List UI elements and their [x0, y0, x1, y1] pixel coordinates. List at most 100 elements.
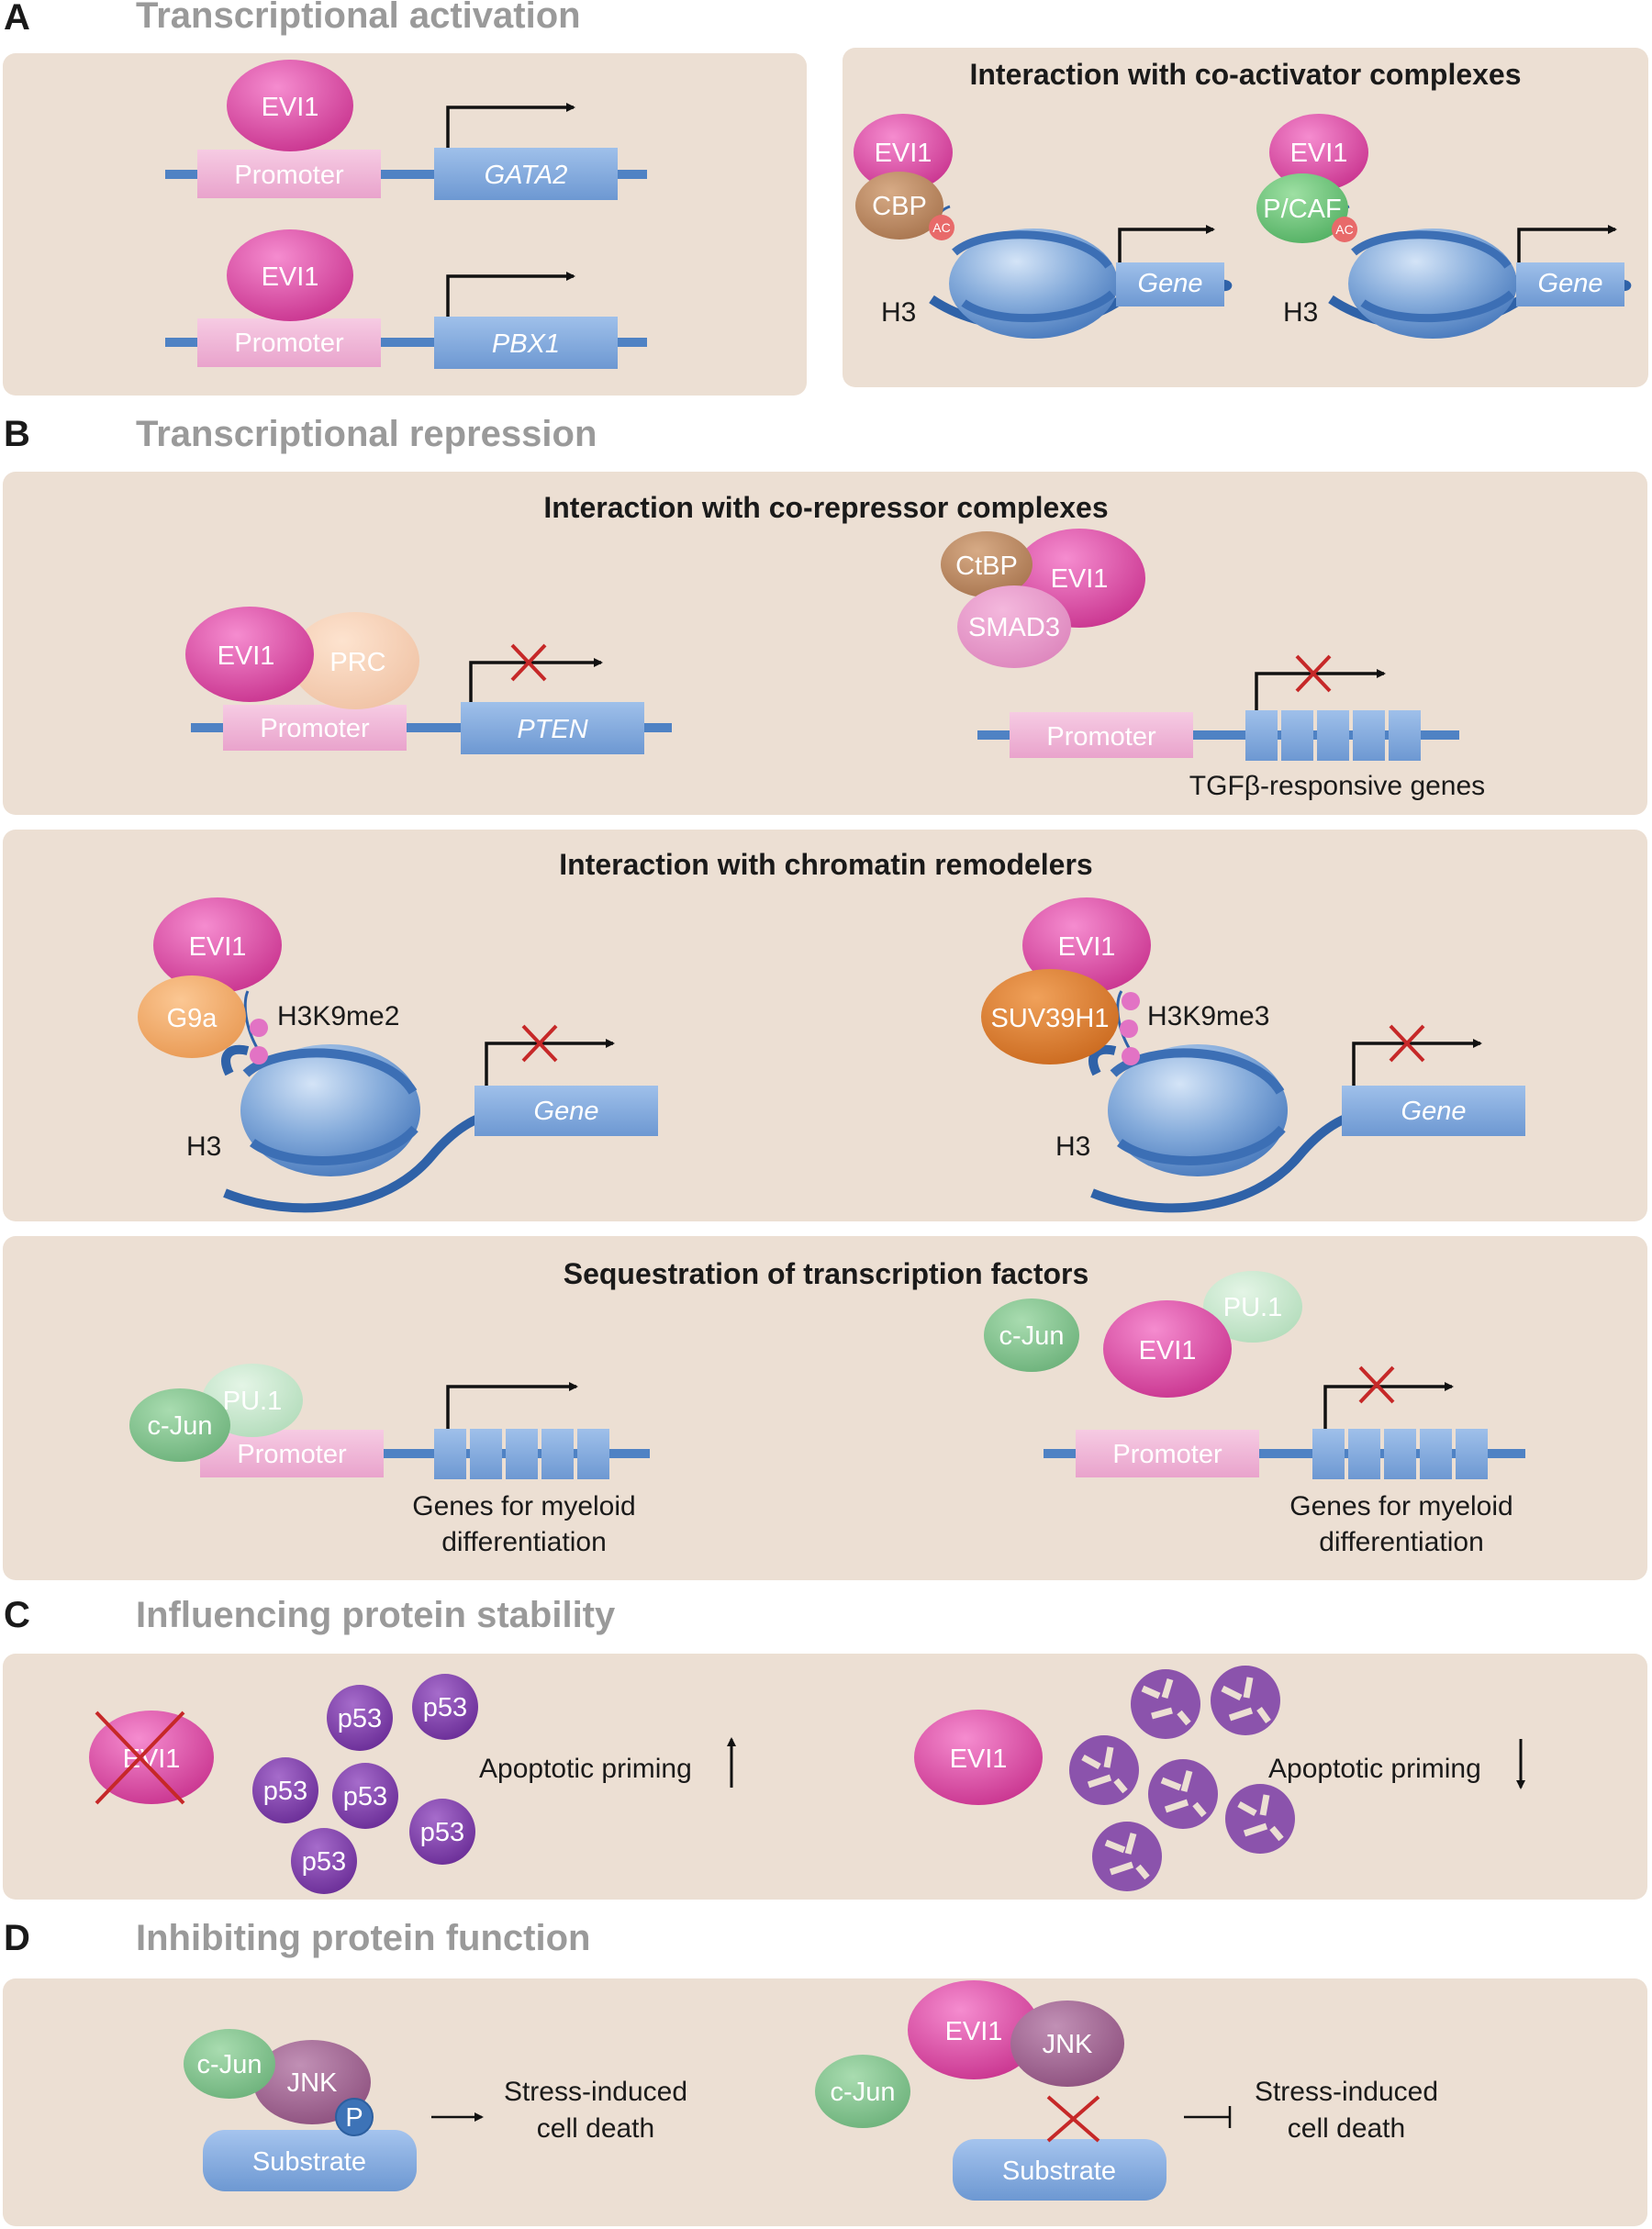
panel-b-remodelers [3, 830, 1647, 1221]
cjun-protein [815, 2055, 910, 2128]
inhibition-x-icon [1358, 1365, 1395, 1404]
panel-a-left [3, 53, 807, 396]
evi1-protein [153, 897, 282, 993]
gene-segment [1312, 1429, 1345, 1479]
pu1-label: PU.1 [223, 1387, 282, 1416]
section-c-title: Influencing protein stability [136, 1595, 616, 1635]
gene-segment [541, 1429, 574, 1479]
evi1-protein [1269, 114, 1368, 191]
nucleosome [1108, 1044, 1288, 1176]
myeloid-label-line1: Genes for myeloid [1289, 1491, 1512, 1521]
jnk-label: JNK [1043, 2030, 1093, 2059]
evi1-label: EVI1 [262, 93, 319, 122]
h3-label: H3 [881, 297, 916, 328]
gene-segment [577, 1429, 609, 1479]
transcription-arrow [446, 272, 575, 317]
gata2-activation: Promoter GATA2 EVI1 [165, 60, 647, 200]
promoter-box [1076, 1430, 1259, 1477]
promoter-label: Promoter [260, 714, 370, 743]
myeloid-label-line1: Genes for myeloid [412, 1491, 635, 1521]
transcription-arrow [485, 1039, 615, 1086]
myeloid-activation: Promoter PU.1 c-Jun Genes for myeloid di… [129, 1364, 650, 1557]
stress-label-line2: cell death [1288, 2113, 1405, 2144]
evi1-protein [227, 229, 353, 321]
methyl-mark [1122, 992, 1140, 1010]
promoter-box [200, 1430, 384, 1477]
ac-label: AC [932, 220, 950, 235]
evi1-label: EVI1 [950, 1744, 1008, 1774]
p53-protein [412, 1674, 478, 1740]
gene-segment [1384, 1429, 1416, 1479]
cjun-protein [129, 1388, 230, 1462]
cjun-protein [184, 2029, 275, 2099]
stress-label-line2: cell death [537, 2113, 654, 2144]
pu1-protein [1203, 1271, 1302, 1343]
substrate-box [203, 2130, 417, 2191]
substrate-label: Substrate [1002, 2157, 1116, 2186]
methyl-mark [250, 1046, 268, 1064]
degraded-p53-icon [1211, 1666, 1280, 1735]
transcription-arrow [1255, 669, 1386, 710]
h3-label: H3 [1055, 1131, 1090, 1162]
substrate-box [953, 2139, 1166, 2201]
evi1-protein [908, 1980, 1040, 2079]
myeloid-label-line2: differentiation [1319, 1527, 1484, 1557]
substrate-label: Substrate [252, 2147, 366, 2177]
gene-label: Gene [1138, 269, 1203, 298]
tgfb-repression: Promoter TGFβ-responsive genes EVI1 CtBP… [941, 529, 1485, 801]
gene-segment [1389, 710, 1421, 761]
degraded-p53-icon [1092, 1822, 1162, 1891]
cbp-nucleosome-complex: Gene EVI1 CBP AC H3 [854, 114, 1233, 339]
evi1-protein [1022, 897, 1151, 993]
gene-box [1116, 262, 1224, 306]
p53-protein [409, 1799, 475, 1865]
acetyl-mark [1332, 217, 1357, 242]
section-c-letter: C [4, 1595, 30, 1635]
inhibition-x-icon [510, 643, 547, 682]
gata2-gene-box [434, 148, 618, 200]
gene-segment [1420, 1429, 1452, 1479]
p53-stable: EVI1 p53 p53 p53 p53 p53 p53 Apoptotic p… [89, 1674, 736, 1894]
h3-label: H3 [1283, 297, 1318, 328]
section-a-title: Transcriptional activation [136, 0, 581, 36]
panel-a-right [843, 48, 1648, 387]
corepressor-panel-title: Interaction with co-repressor complexes [543, 491, 1108, 524]
gene-segment [434, 1429, 466, 1479]
evi1-label: EVI1 [1051, 564, 1109, 594]
h3k9me3-label: H3K9me3 [1147, 1001, 1269, 1031]
cjun-label: c-Jun [831, 2078, 896, 2107]
gene-segment [1281, 710, 1313, 761]
apoptotic-priming-label: Apoptotic priming [1268, 1754, 1481, 1784]
evi1-protein [227, 60, 353, 151]
pten-gene-box [461, 702, 644, 754]
transcription-arrow [446, 1382, 578, 1429]
inhibition-x-icon [521, 1024, 558, 1063]
section-b-title: Transcriptional repression [136, 414, 597, 454]
transcription-arrow [1118, 225, 1215, 262]
evi1-label: EVI1 [189, 932, 247, 962]
promoter-label: Promoter [1046, 722, 1156, 752]
jnk-label: JNK [287, 2068, 338, 2098]
section-b-letter: B [4, 414, 30, 454]
gene-segment [506, 1429, 538, 1479]
suv39h1-nucleosome-complex: Gene EVI1 SUV39H1 H3K9me3 H3 [981, 897, 1525, 1213]
pbx1-activation: Promoter PBX1 EVI1 [165, 229, 647, 369]
p53-label: p53 [420, 1818, 464, 1847]
section-d-title: Inhibiting protein function [136, 1918, 590, 1958]
p53-label: p53 [338, 1704, 382, 1733]
p53-protein [252, 1757, 318, 1823]
myeloid-label-line2: differentiation [441, 1527, 607, 1557]
tgfb-genes-label: TGFβ-responsive genes [1189, 771, 1485, 801]
inhibition-x-icon [1295, 654, 1332, 693]
p53-label: p53 [263, 1777, 307, 1806]
pbx1-gene-box [434, 317, 618, 369]
degraded-p53-icon [1131, 1669, 1200, 1739]
transcription-arrow [1352, 1039, 1482, 1086]
evi1-protein [1103, 1300, 1232, 1398]
section-d-letter: D [4, 1918, 30, 1958]
pten-label: PTEN [517, 715, 587, 744]
gene-segment [1317, 710, 1349, 761]
gene-label: Gene [1538, 269, 1603, 298]
h3-label: H3 [186, 1131, 221, 1162]
